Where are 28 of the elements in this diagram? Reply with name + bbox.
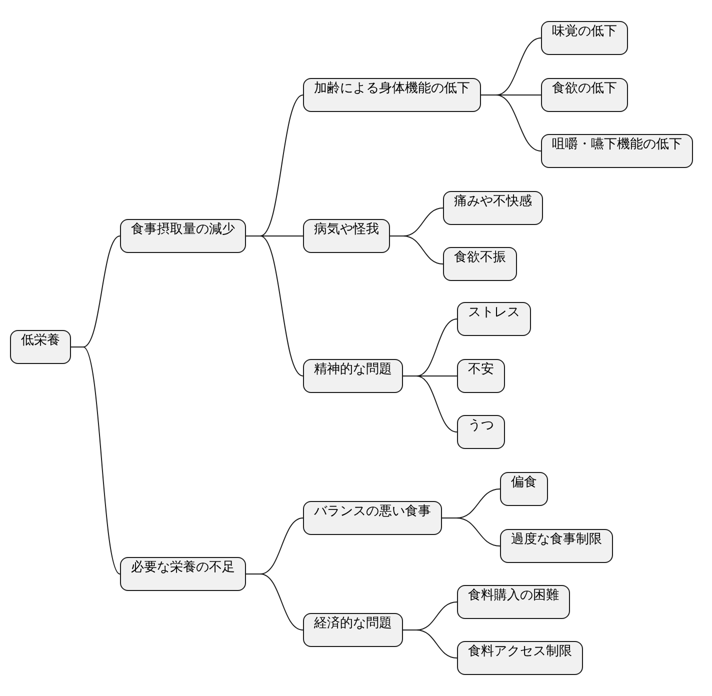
topic-box: 食料購入の困難 — [457, 585, 570, 619]
topic-box: 食事摂取量の減少 — [120, 219, 246, 253]
topic-box: 過度な食事制限 — [500, 529, 613, 563]
connector-line — [246, 574, 304, 630]
topic-box: 低栄養 — [10, 330, 71, 364]
topic-box: 痛みや不快感 — [443, 191, 543, 225]
connector-line — [402, 630, 458, 658]
topic-box: バランスの悪い食事 — [303, 501, 442, 535]
topic-box: 味覚の低下 — [541, 21, 628, 55]
topic-box: 偏食 — [500, 472, 548, 506]
topic-box: 加齢による身体機能の低下 — [303, 78, 481, 112]
connector-line — [390, 236, 444, 264]
topic-box: 食欲の低下 — [541, 78, 628, 112]
connector-line — [246, 236, 304, 376]
topic-box: ストレス — [457, 302, 531, 336]
topic-box: 必要な栄養の不足 — [120, 557, 246, 591]
connector-line — [70, 346, 120, 574]
connector-line — [480, 94, 542, 152]
topic-box: 食欲不振 — [443, 247, 517, 281]
topic-box: 食料アクセス制限 — [457, 641, 583, 675]
topic-box: 不安 — [457, 359, 505, 393]
topic-box: 精神的な問題 — [303, 359, 403, 393]
topic-box: うつ — [457, 415, 505, 449]
connector-line — [402, 376, 458, 432]
connector-line — [442, 518, 500, 546]
topic-box: 咀嚼・嚥下機能の低下 — [541, 134, 693, 168]
topic-box: 病気や怪我 — [303, 219, 390, 253]
topic-box: 経済的な問題 — [303, 613, 403, 647]
